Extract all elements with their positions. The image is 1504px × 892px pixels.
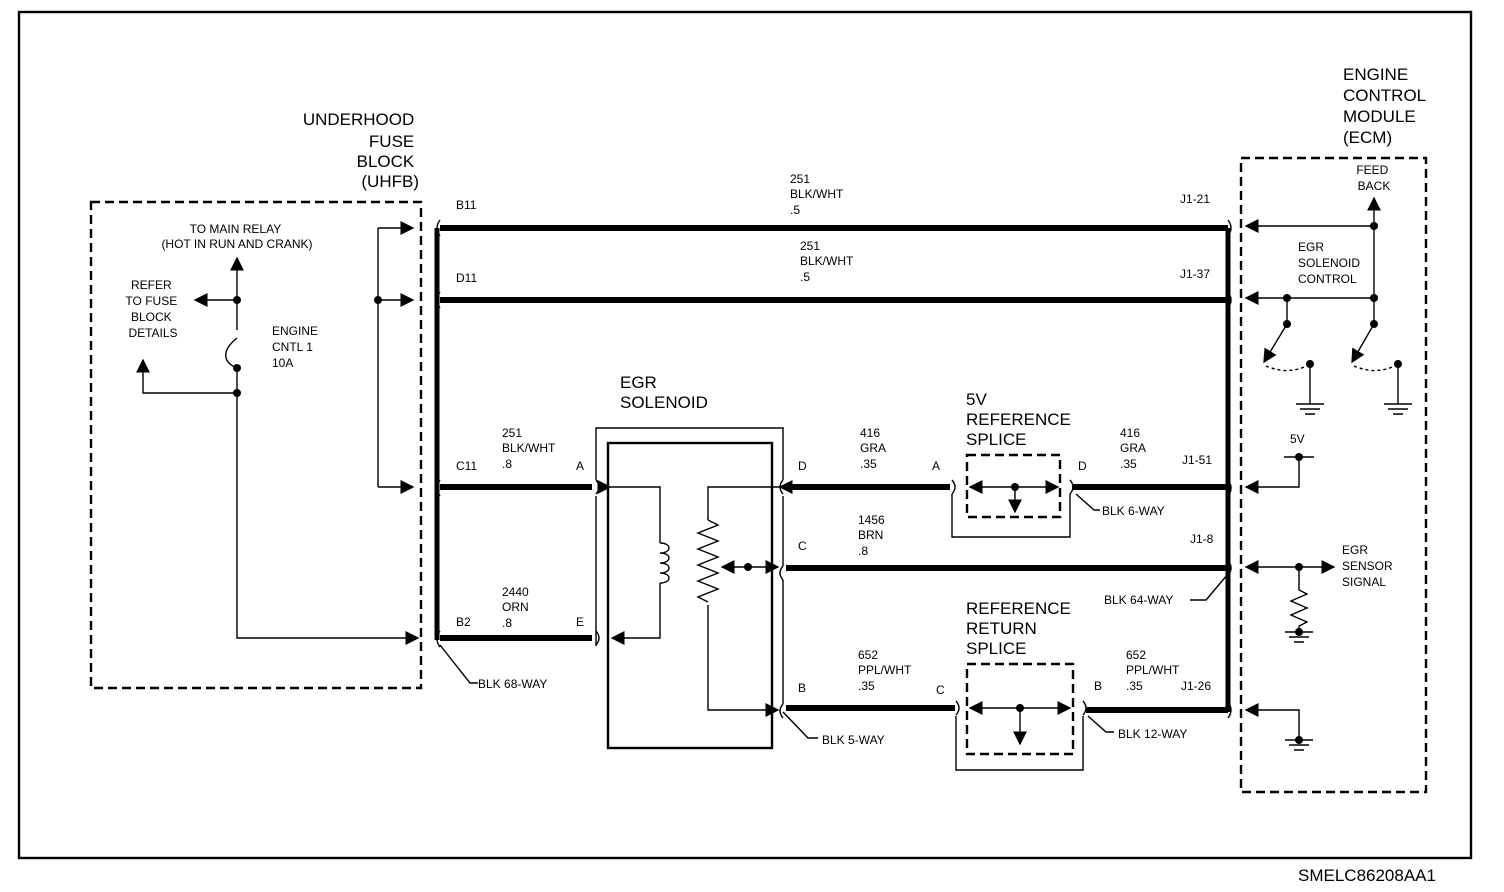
svg-text:.35: .35 [1120, 457, 1137, 471]
svg-text:.8: .8 [502, 457, 512, 471]
splice-return-title: REFERENCE RETURN SPLICE [966, 599, 1076, 658]
svg-text:A: A [576, 459, 584, 473]
svg-text:J1-26: J1-26 [1181, 679, 1211, 693]
wire-w6: D 416 GRA .35 J1-51 [1072, 426, 1228, 490]
ecm-outline [1239, 156, 1428, 794]
svg-text:J1-21: J1-21 [1180, 192, 1210, 206]
svg-text:.35: .35 [1126, 679, 1143, 693]
svg-text:416: 416 [860, 426, 880, 440]
svg-text:D11: D11 [456, 271, 477, 285]
svg-text:J1-8: J1-8 [1190, 532, 1214, 546]
figure-id: SMELC86208AA1 [1298, 866, 1436, 885]
wire-w9: B 652 PPL/WHT .35 J1-26 [1086, 648, 1228, 713]
svg-text:PPL/WHT: PPL/WHT [1126, 663, 1180, 677]
svg-text:416: 416 [1120, 426, 1140, 440]
svg-text:2440: 2440 [502, 585, 529, 599]
ecm-connector-label: BLK 64-WAY [1104, 593, 1173, 607]
svg-text:GRA: GRA [1120, 441, 1146, 455]
sensor-signal-label: EGR SENSOR SIGNAL [1342, 543, 1396, 589]
solenoid-connector-label: BLK 5-WAY [822, 733, 885, 747]
outer-frame [17, 10, 1473, 860]
svg-text:GRA: GRA [860, 441, 886, 455]
svg-text:B2: B2 [456, 615, 471, 629]
svg-text:BLK/WHT: BLK/WHT [800, 254, 854, 268]
svg-text:652: 652 [858, 648, 878, 662]
fuse-label: ENGINE CNTL 1 10A [272, 324, 321, 370]
coil-icon [659, 542, 670, 584]
wire-w3: C11 251 BLK/WHT .8 A [440, 426, 592, 490]
wire-w7: C 1456 BRN .8 J1-8 [786, 513, 1228, 571]
wire-w8: B 652 PPL/WHT .35 C [786, 648, 955, 711]
ecm-title: ENGINE CONTROL MODULE (ECM) [1343, 65, 1430, 147]
svg-text:1456: 1456 [858, 513, 885, 527]
svg-text:E: E [576, 615, 584, 629]
svg-text:D: D [1078, 459, 1087, 473]
potentiometer-icon [696, 519, 720, 603]
svg-text:BRN: BRN [858, 528, 883, 542]
splice-return-connector-label: BLK 12-WAY [1118, 727, 1187, 741]
svg-text:J1-37: J1-37 [1180, 267, 1210, 281]
to-main-relay-label: TO MAIN RELAY (HOT IN RUN AND CRANK) [161, 222, 312, 251]
egr-solenoid: EGR SOLENOID BLK 5-WAY [595, 373, 885, 750]
svg-text:A: A [932, 459, 940, 473]
pullup-resistor-icon [1289, 567, 1309, 632]
svg-text:.5: .5 [790, 203, 800, 217]
ground-icon [1296, 403, 1324, 415]
svg-text:.35: .35 [858, 679, 875, 693]
ground-icon [1285, 739, 1313, 751]
svg-text:.35: .35 [860, 457, 877, 471]
egr-solenoid-title: EGR SOLENOID [620, 373, 708, 412]
svg-text:251: 251 [790, 172, 810, 186]
uhfb-outline [89, 200, 423, 690]
uhfb-connector-label: BLK 68-WAY [478, 677, 547, 691]
svg-text:C: C [798, 539, 807, 553]
svg-text:251: 251 [800, 239, 820, 253]
svg-text:.5: .5 [800, 270, 810, 284]
ground-icon [1384, 403, 1412, 415]
svg-text:ORN: ORN [502, 600, 529, 614]
svg-text:C: C [936, 683, 945, 697]
wire-w2: D11 251 BLK/WHT .5 J1-37 [440, 239, 1228, 303]
ground-icon [1285, 631, 1313, 643]
ref-5v-label: 5V [1290, 432, 1305, 446]
svg-text:BLK/WHT: BLK/WHT [502, 441, 556, 455]
splice-5v-title: 5V REFERENCE SPLICE [966, 390, 1076, 449]
splice-5v: 5V REFERENCE SPLICE BLK 6-WAY [951, 390, 1165, 538]
svg-text:.8: .8 [502, 616, 512, 630]
fuse-icon [225, 337, 238, 369]
svg-text:C11: C11 [456, 459, 477, 473]
solenoid-control-label: EGR SOLENOID CONTROL [1298, 240, 1363, 286]
splice-return: REFERENCE RETURN SPLICE BLK 12-WAY [955, 599, 1187, 771]
svg-text:B: B [1094, 679, 1102, 693]
svg-text:B: B [798, 681, 806, 695]
feedback-label: FEED BACK [1356, 163, 1391, 193]
svg-text:J1-51: J1-51 [1182, 453, 1212, 467]
refer-fuse-label: REFER TO FUSE BLOCK DETAILS [125, 278, 180, 340]
solenoid-housing [606, 441, 774, 750]
ecm-block: ENGINE CONTROL MODULE (ECM) FEED BACK EG… [1104, 65, 1430, 794]
wire-w4: B2 2440 ORN .8 E [440, 585, 592, 641]
svg-text:D: D [798, 459, 807, 473]
splice-5v-outline [965, 453, 1062, 519]
wire-w5: D 416 GRA .35 A [786, 426, 950, 490]
svg-text:.8: .8 [858, 544, 868, 558]
uhfb-title: UNDERHOOD FUSE BLOCK (UHFB) [303, 110, 419, 191]
fuse-detail-arrow [136, 358, 237, 394]
svg-text:B11: B11 [456, 198, 477, 212]
wire-w1: B11 251 BLK/WHT .5 J1-21 [440, 172, 1228, 231]
svg-text:BLK/WHT: BLK/WHT [790, 187, 844, 201]
svg-text:251: 251 [502, 426, 522, 440]
uhfb-block: UNDERHOOD FUSE BLOCK (UHFB) TO MAIN RELA… [89, 110, 547, 691]
svg-text:652: 652 [1126, 648, 1146, 662]
feed-b2 [236, 393, 420, 645]
splice-5v-connector-label: BLK 6-WAY [1102, 504, 1165, 518]
svg-text:PPL/WHT: PPL/WHT [858, 663, 912, 677]
